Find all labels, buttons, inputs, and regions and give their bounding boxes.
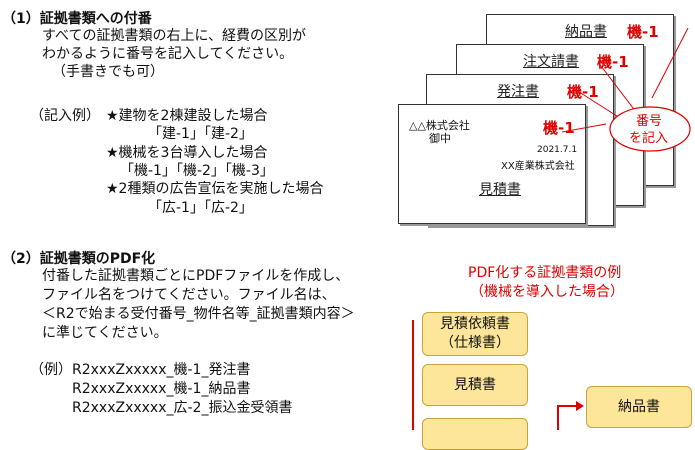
page: （1）証拠書類への付番 すべての証拠書類の右上に、経費の区別が わかるように番号… [2,11,692,450]
section2-line: 付番した証拠書類ごとにPDFファイルを作成し、 [42,268,350,284]
example-values: 「機-1」「機-2」「機-3」 [120,163,274,179]
pdf-box-delivery: 納品書 [586,386,692,428]
callout-lines [561,27,691,152]
recipient-honorific: 御中 [429,132,451,145]
section2-heading: （2）証拠書類のPDF化 [2,251,156,267]
card-number: 機-1 [597,53,629,71]
example-label: （記入例） [30,108,100,124]
flow-line [412,320,414,430]
filename-example: R2xxxZxxxxx_広-2_振込金受領書 [72,400,293,416]
flow-arrow [557,401,584,430]
section1-heading: （1）証拠書類への付番 [2,11,152,27]
card-number: 機-1 [567,83,599,101]
example-title: ★機械を3台導入した場合 [106,145,268,161]
document-card-quotation: △△株式会社 御中 機-1 2021.7.1 XX産業株式会社 見積書 [398,104,586,224]
callout-text: を記入 [629,131,669,146]
section1-line: （手書きでも可） [52,64,164,80]
example-values: 「広-1」「広-2」 [148,200,253,216]
card-label: 注文請書 [523,54,579,70]
section2-line: ファイル名をつけてください。ファイル名は、 [42,287,336,303]
example-title: ★2種類の広告宣伝を実施した場合 [106,181,324,197]
card-number: 機-1 [627,23,659,41]
section1-line: すべての証拠書類の右上に、経費の区別が [42,28,307,44]
card-number: 機-1 [543,119,575,137]
recipient-company: △△株式会社 [409,119,470,132]
pdf-box-quote-request: 見積依頼書 （仕様書） [422,312,528,356]
filename-example: R2xxxZxxxxx_機-1_納品書 [72,381,251,397]
pdf-box-quotation: 見積書 [422,364,528,406]
callout-text: 番号 [636,114,663,129]
filename-example: R2xxxZxxxxx_機-1_発注書 [72,362,251,378]
section2-line: に準じてください。 [42,325,168,341]
example-values: 「建-1」「建-2」 [148,126,253,142]
card-label: 見積書 [479,182,521,198]
section2-line: ＜R2で始まる受付番号_物件名等_証拠書類内容＞ [42,306,355,322]
example-label: （例） [30,362,72,378]
pdf-example-title: PDF化する証拠書類の例 [468,265,622,281]
issue-date: 2021.7.1 [537,145,578,155]
card-label: 発注書 [497,84,539,100]
section1-line: わかるように番号を記入してください。 [42,46,294,62]
pdf-example-subtitle: （機械を導入した場合） [470,284,624,300]
example-title: ★建物を2棟建設した場合 [106,108,268,124]
card-label: 納品書 [565,24,607,40]
issuer-company: XX産業株式会社 [501,161,575,172]
